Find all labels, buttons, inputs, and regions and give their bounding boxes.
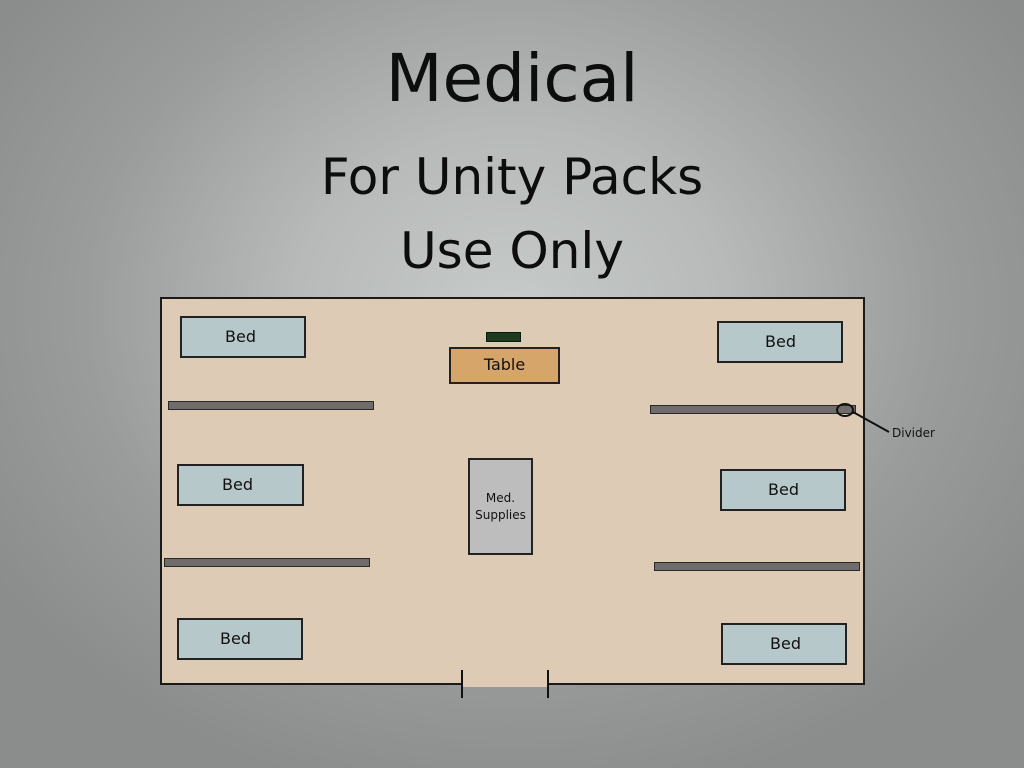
door-mark-left [461, 670, 463, 698]
bed-left-bottom: Bed [177, 618, 303, 660]
bed-right-middle: Bed [720, 469, 846, 511]
bed-label: Bed [222, 475, 253, 494]
supplies-label-line-1: Med. [485, 491, 516, 505]
bed-right-bottom: Bed [721, 623, 847, 665]
bed-label: Bed [768, 480, 799, 499]
bed-left-middle: Bed [177, 464, 304, 506]
door-opening [463, 683, 547, 687]
divider-left-lower [164, 558, 370, 567]
table: Table [449, 347, 560, 384]
subtitle-line-2: Use Only [400, 222, 624, 280]
table-top-item [486, 332, 521, 342]
divider-right-upper [650, 405, 856, 414]
supplies-label-line-2: Supplies [475, 508, 526, 522]
door-mark-right [547, 670, 549, 698]
bed-label: Bed [225, 327, 256, 346]
callout-circle [836, 403, 854, 417]
divider-callout-label: Divider [892, 426, 935, 440]
bed-label: Bed [770, 634, 801, 653]
bed-label: Bed [220, 629, 251, 648]
divider-right-lower [654, 562, 860, 571]
bed-label: Bed [765, 332, 796, 351]
subtitle-line-1: For Unity Packs [320, 148, 704, 206]
callout-leader-line [852, 411, 890, 433]
page-title: Medical [385, 40, 639, 117]
medical-supplies-cabinet: Med. Supplies [468, 458, 533, 555]
divider-left-upper [168, 401, 374, 410]
bed-right-top: Bed [717, 321, 843, 363]
bed-left-top: Bed [180, 316, 306, 358]
